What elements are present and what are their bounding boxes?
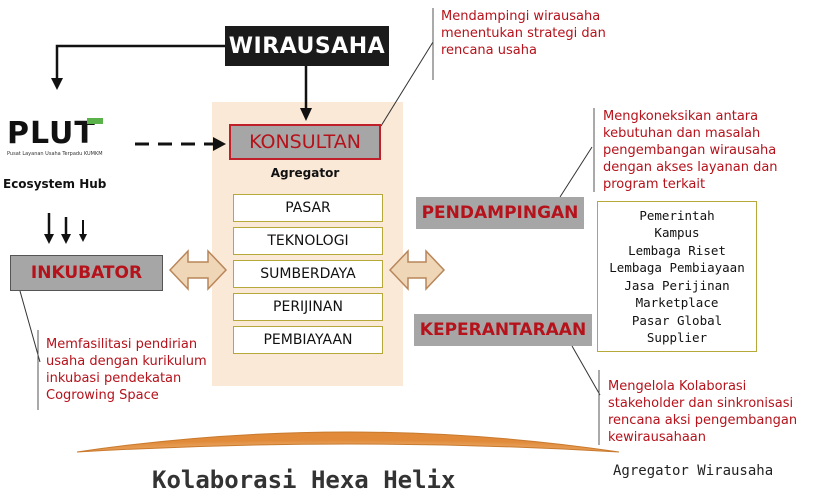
stakeholder-item: Jasa Perijinan	[624, 277, 730, 293]
agregator-label: Agregator	[270, 166, 340, 180]
stakeholder-item: Lembaga Pembiayaan	[609, 260, 745, 275]
item-pasar: PASAR	[233, 194, 383, 222]
note-inkubator: Memfasilitasi pendirian usaha dengan kur…	[46, 337, 207, 403]
pendampingan-box: PENDAMPINGAN	[416, 197, 584, 229]
stakeholder-item: Lembaga Riset	[628, 242, 726, 258]
note-pendampingan: Mengkoneksikan antara kebutuhan dan masa…	[603, 109, 778, 192]
arrow-wirausaha-to-plut	[55, 44, 225, 80]
callout-line-konsultan	[380, 41, 434, 127]
stakeholder-item: Kampus	[654, 225, 700, 240]
arrow-head-plut	[51, 78, 63, 90]
stakeholder-item: Pasar Global	[631, 312, 723, 328]
plut-tagline: Pusat Layanan Usaha Terpadu KUMKM	[7, 151, 103, 157]
down-arrow-3	[79, 234, 87, 242]
stakeholder-item: Supplier	[646, 330, 708, 345]
plut-logo-accent	[87, 118, 103, 124]
konsultan-box: KONSULTAN	[229, 124, 381, 160]
footer-subtitle: Agregator Wirausaha	[613, 463, 774, 479]
footer-title: Kolaborasi Hexa Helix	[152, 466, 456, 494]
keperantaraan-box: KEPERANTARAAN	[414, 314, 592, 346]
note-konsultan: Mendampingi wirausaha menentukan strateg…	[441, 9, 606, 58]
callout-line-inkubator	[19, 290, 41, 363]
arrow-head-konsultan	[300, 108, 312, 121]
ecosystem-hub-label: Ecosystem Hub	[3, 177, 107, 191]
stakeholder-item: Pemerintah	[639, 207, 715, 223]
note-keperantaraan: Mengelola Kolaborasi stakeholder dan sin…	[608, 379, 798, 445]
item-perijinan: PERIJINAN	[233, 293, 383, 321]
arrow-head-dashed	[213, 137, 226, 151]
stakeholder-list: Pemerintah Kampus Lembaga Riset Lembaga …	[597, 201, 757, 352]
wirausaha-box: WIRAUSAHA	[225, 26, 389, 66]
hexa-helix-arc	[76, 431, 620, 453]
down-arrow-2	[61, 234, 71, 244]
double-arrow-left	[168, 249, 228, 291]
callout-line-pendampingan	[559, 146, 593, 198]
plut-logo: PLUT	[7, 116, 96, 151]
item-pembiayaan: PEMBIAYAAN	[233, 326, 383, 354]
down-arrow-1	[44, 234, 54, 244]
item-sumberdaya: SUMBERDAYA	[233, 260, 383, 288]
inkubator-box: INKUBATOR	[10, 255, 163, 291]
double-arrow-right	[388, 249, 446, 291]
item-teknologi: TEKNOLOGI	[233, 227, 383, 255]
callout-line-keperantaraan	[571, 345, 601, 396]
stakeholder-item: Marketplace	[635, 295, 719, 310]
